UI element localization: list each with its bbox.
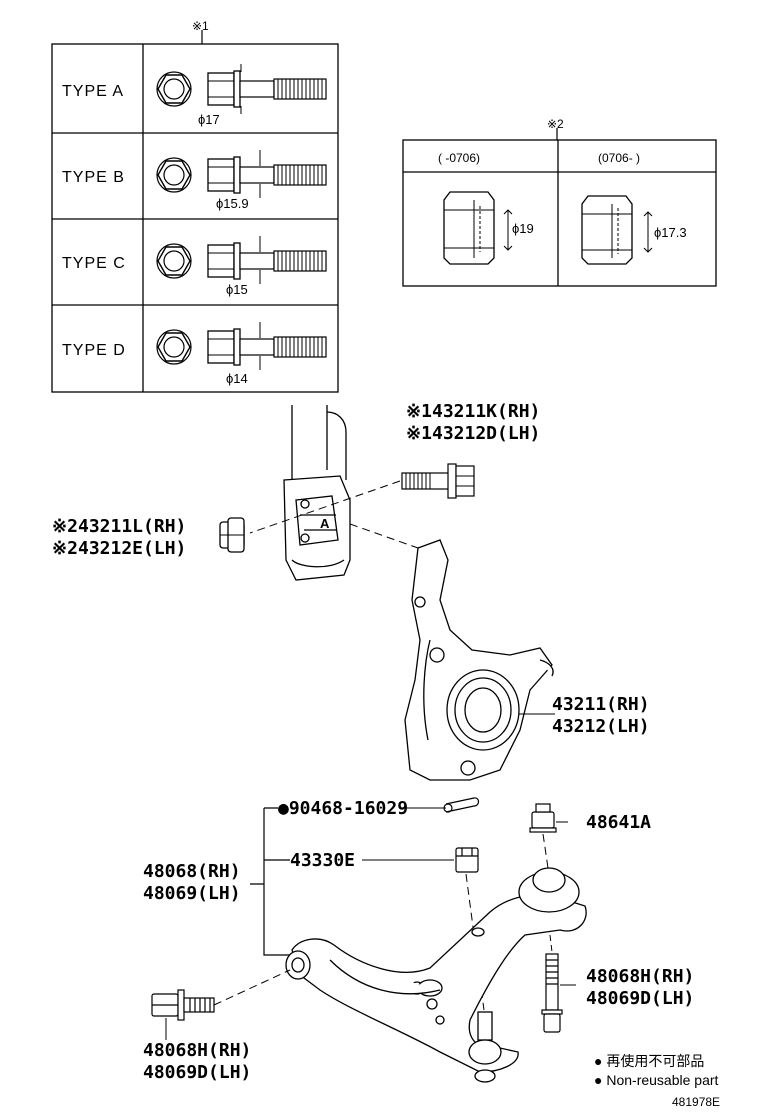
bolt-type-table: ※1 TYPE A ϕ17 TYPE B ϕ15.9 TYPE C ϕ15 TY… (51, 19, 339, 393)
strut-nut (219, 517, 245, 553)
legend-english: ● Non-reusable part (594, 1072, 719, 1088)
nut-table-marker: ※2 (547, 117, 564, 131)
nut-new-diameter: ϕ17.3 (654, 225, 687, 240)
cotter-pin (443, 797, 480, 813)
nut-new-drawing (581, 195, 653, 265)
figure-id: 481978E (672, 1095, 720, 1109)
cotter-pin-label: ●90468-16029 (278, 798, 408, 819)
type-c-diameter: ϕ15 (226, 282, 248, 297)
type-d-label: TYPE D (62, 342, 126, 359)
strut-bolt-marker: ※1 (406, 401, 432, 422)
rear-bolt-lh-label: 48069D(LH) (586, 988, 694, 1009)
rear-arm-bolt (541, 953, 563, 1033)
front-arm-bolt (151, 989, 215, 1021)
front-bolt-lh-label: 48069D(LH) (143, 1062, 251, 1083)
type-b-diameter: ϕ15.9 (216, 196, 249, 211)
ball-joint-nut-label: 48641A (586, 812, 651, 833)
arm-bracket-line (263, 808, 292, 956)
castle-nut (455, 847, 479, 873)
nut-old-diameter: ϕ19 (512, 221, 534, 236)
strut-bolt-lh-label: 43212D(LH) (432, 423, 540, 444)
strut-nut-marker: ※2 (52, 516, 78, 537)
knuckle-lh-label: 43212(LH) (552, 716, 650, 737)
strut-nut-marker-2: ※2 (52, 538, 78, 559)
ball-joint-nut (529, 803, 557, 833)
strut-bolt-rh-label: 43211K(RH) (432, 401, 540, 422)
strut-assembly (283, 405, 351, 581)
strut-nut-lh-label: 43212E(LH) (78, 538, 186, 559)
front-bolt-rh-label: 48068H(RH) (143, 1040, 251, 1061)
type-c-label: TYPE C (62, 255, 126, 272)
strut-nut-rh-label: 43211L(RH) (78, 516, 186, 537)
knuckle-rh-label: 43211(RH) (552, 694, 650, 715)
type-b-label: TYPE B (62, 169, 125, 186)
nut-old-drawing (443, 191, 513, 265)
rear-bolt-rh-label: 48068H(RH) (586, 966, 694, 987)
steering-knuckle (404, 539, 554, 781)
lower-arm-lh-label: 48069(LH) (143, 883, 241, 904)
strut-bolt-marker-2: ※1 (406, 423, 432, 444)
bolt-table-marker: ※1 (192, 19, 209, 33)
lower-arm-rh-label: 48068(RH) (143, 861, 241, 882)
strut-bolt (401, 463, 475, 499)
strut-mark-a: A (320, 516, 330, 531)
type-a-label: TYPE A (62, 83, 124, 100)
type-a-diameter: ϕ17 (198, 112, 220, 127)
legend-japanese: ● 再使用不可部品 (594, 1053, 704, 1069)
nut-header-new: (0706- ) (598, 151, 640, 165)
lower-control-arm (285, 867, 587, 1083)
castle-nut-label: 43330E (290, 850, 355, 871)
nut-header-old: ( -0706) (438, 151, 480, 165)
type-d-diameter: ϕ14 (226, 371, 248, 386)
nut-type-table: ※2 ( -0706) (0706- ) ϕ19 ϕ17.3 (402, 117, 717, 287)
